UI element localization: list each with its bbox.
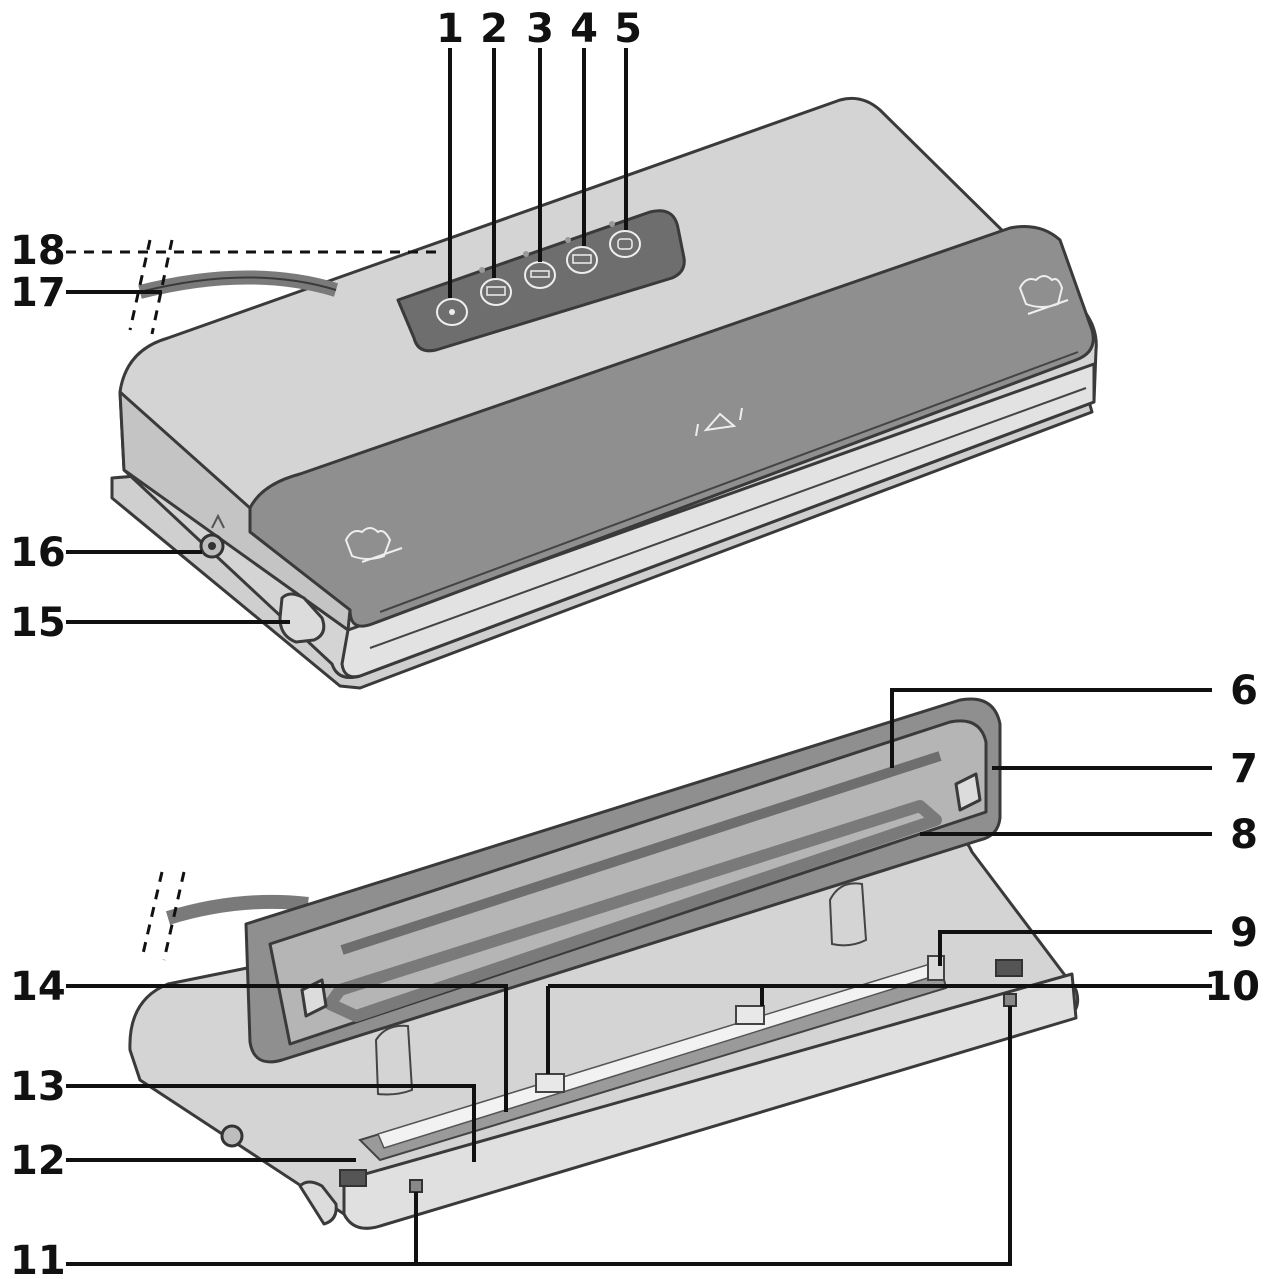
callout-6: 6 bbox=[1230, 668, 1258, 714]
led-4 bbox=[565, 237, 571, 243]
plug-icon bbox=[449, 309, 455, 315]
open-arrows-icon bbox=[695, 407, 743, 437]
callout-17: 17 bbox=[10, 270, 66, 316]
marker bbox=[1003, 993, 1017, 1007]
hose-connection-icon[interactable] bbox=[199, 513, 225, 559]
left-side-face bbox=[118, 390, 352, 632]
base-front bbox=[342, 972, 1078, 1230]
callout-3: 3 bbox=[526, 6, 554, 52]
callout-1: 1 bbox=[436, 6, 464, 52]
hinge bbox=[828, 882, 868, 947]
callout-7: 7 bbox=[1230, 746, 1258, 792]
closed-device bbox=[110, 96, 1098, 690]
clip bbox=[735, 1005, 765, 1025]
lid-latch bbox=[954, 772, 982, 812]
button-5[interactable] bbox=[609, 221, 641, 258]
callout-labels: 1 2 3 4 5 18 17 16 15 6 7 8 9 10 14 13 1… bbox=[10, 6, 1260, 1279]
base-latch bbox=[995, 959, 1023, 977]
callout-14: 14 bbox=[10, 964, 66, 1010]
callout-5: 5 bbox=[614, 6, 642, 52]
lid-gasket bbox=[324, 800, 942, 1022]
led-5 bbox=[609, 221, 615, 227]
callout-11: 11 bbox=[10, 1238, 66, 1279]
callout-18: 18 bbox=[10, 228, 66, 274]
callout-10: 10 bbox=[1204, 964, 1260, 1010]
stop-icon bbox=[617, 238, 633, 250]
button-3[interactable] bbox=[523, 251, 556, 289]
vacuum-seal-icon bbox=[486, 286, 506, 296]
button-1[interactable] bbox=[436, 298, 468, 326]
button-4[interactable] bbox=[565, 237, 598, 274]
lid-seal-strip bbox=[340, 751, 942, 955]
hand-grip-icon bbox=[344, 527, 403, 563]
pulse-icon bbox=[572, 254, 592, 264]
callout-2: 2 bbox=[480, 6, 508, 52]
callout-13: 13 bbox=[10, 1064, 66, 1110]
callout-8: 8 bbox=[1230, 812, 1258, 858]
hinge bbox=[374, 1024, 414, 1096]
hand-grip-icon bbox=[1018, 275, 1069, 315]
callout-16: 16 bbox=[10, 530, 66, 576]
callout-12: 12 bbox=[10, 1138, 66, 1184]
seal-icon bbox=[530, 270, 550, 278]
leader-lines bbox=[66, 48, 1212, 1266]
callout-4: 4 bbox=[570, 6, 598, 52]
marker bbox=[409, 1179, 423, 1193]
callout-15: 15 bbox=[10, 600, 66, 646]
latch-switch[interactable] bbox=[278, 592, 326, 644]
led-2 bbox=[479, 267, 485, 273]
button-2[interactable] bbox=[479, 267, 512, 306]
lid-dark bbox=[248, 225, 1095, 628]
open-device bbox=[128, 697, 1080, 1230]
led-3 bbox=[523, 251, 529, 257]
callout-9: 9 bbox=[1230, 910, 1258, 956]
clip bbox=[535, 1073, 565, 1093]
front-band bbox=[340, 362, 1096, 679]
